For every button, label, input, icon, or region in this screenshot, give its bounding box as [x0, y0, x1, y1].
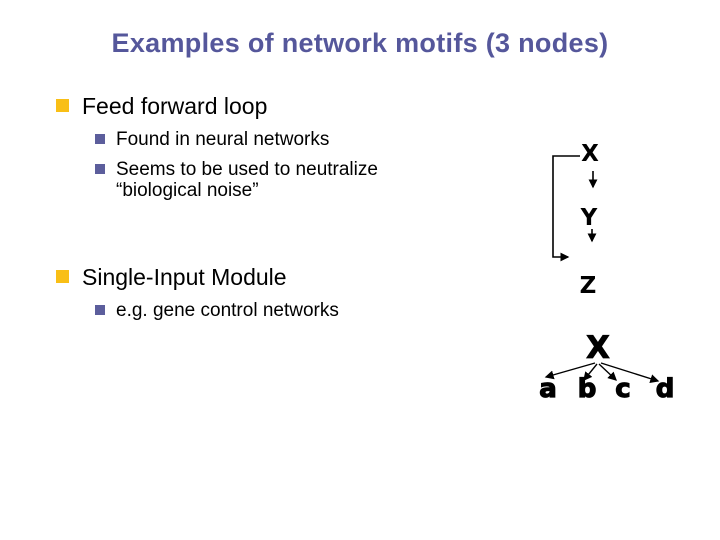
target-node-d: d — [656, 374, 675, 404]
bullet-label: Single-Input Module — [82, 264, 287, 290]
edge-x-to-b-arrow — [583, 363, 598, 382]
subbullet-label: e.g. gene control networks — [116, 300, 339, 321]
single-input-module-diagram: X a b c d — [539, 330, 675, 405]
node-z: Z — [580, 273, 597, 299]
node-x: X — [581, 141, 599, 167]
bullet-feed-forward-loop: Feed forward loop — [56, 93, 267, 120]
slate-square-bullet-icon — [95, 305, 105, 315]
subbullet-label: Found in neural networks — [116, 129, 330, 150]
subbullet-gene-control: e.g. gene control networks — [95, 300, 339, 322]
slide-title: Examples of network motifs (3 nodes) — [111, 28, 609, 58]
hub-node-x: X — [586, 330, 610, 366]
subbullet-biological-noise: Seems to be used to neutralize “biologic… — [95, 159, 416, 202]
node-y: Y — [580, 205, 598, 231]
gold-square-bullet-icon — [56, 99, 69, 112]
target-node-c: c — [615, 374, 630, 404]
target-node-a: a — [539, 374, 557, 404]
subbullet-neural-networks: Found in neural networks — [95, 129, 329, 151]
edge-x-to-z-bypass-arrow — [552, 155, 580, 262]
bullet-single-input-module: Single-Input Module — [56, 264, 287, 291]
subbullet-label: Seems to be used to neutralize “biologic… — [116, 159, 378, 202]
bullet-label: Feed forward loop — [82, 93, 268, 119]
edge-x-to-c-arrow — [598, 363, 617, 381]
target-node-b: b — [578, 374, 597, 404]
edge-x-to-a-arrow — [544, 362, 596, 380]
edge-x-to-d-arrow — [600, 362, 660, 383]
slate-square-bullet-icon — [95, 134, 105, 144]
gold-square-bullet-icon — [56, 270, 69, 283]
slate-square-bullet-icon — [95, 164, 105, 174]
feed-forward-loop-diagram: X Y Z — [552, 141, 599, 299]
